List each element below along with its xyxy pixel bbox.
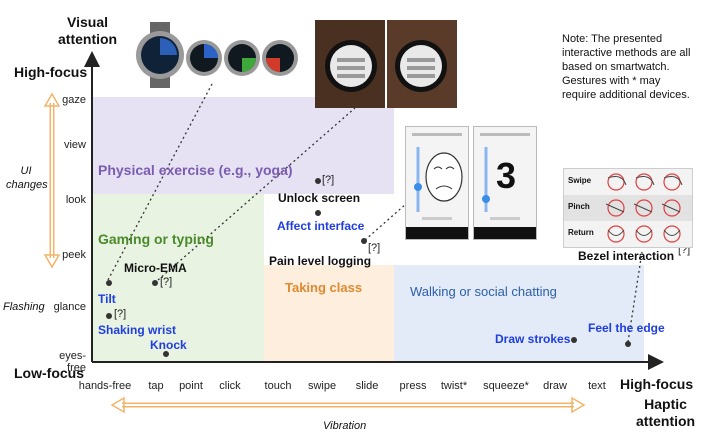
- ref-shaking: [?]: [114, 308, 127, 320]
- phone-navbar: [474, 227, 536, 239]
- y-tick-glance: glance: [53, 301, 86, 313]
- point-unlock: [315, 178, 321, 184]
- bezel-row-return-label: Return: [568, 228, 594, 237]
- point-draw: [571, 337, 577, 343]
- point-shaking: [106, 313, 112, 319]
- x-axis-title: Haptic attention: [636, 396, 695, 430]
- y-axis-title-line2: attention: [58, 31, 118, 47]
- region-taking-class: [264, 265, 394, 362]
- ui-changes-label: UI changes: [6, 164, 48, 192]
- x-tick-twist: twist*: [440, 380, 468, 392]
- point-tilt: [106, 280, 112, 286]
- pain-level-number: 3: [496, 155, 517, 196]
- note-line5: require additional devices.: [562, 89, 690, 101]
- x-tick-draw: draw: [543, 380, 567, 392]
- bezel-gesture-icons: [605, 173, 683, 243]
- point-pain: [361, 238, 367, 244]
- note-line4: Gestures with * may: [562, 75, 661, 87]
- ui-changes-label-line1: UI: [20, 165, 32, 177]
- vibration-label: Vibration: [323, 420, 367, 432]
- y-low-focus-label: Low-focus: [14, 365, 84, 381]
- region-label-gaming: Gaming or typing: [98, 231, 214, 247]
- note-line1: Note: The presented: [562, 33, 663, 45]
- x-tick-press: press: [399, 380, 427, 392]
- watch-photo: [315, 20, 457, 108]
- bezel-row-pinch-label: Pinch: [568, 202, 590, 211]
- y-tick-peek: peek: [62, 249, 86, 261]
- label-knock: Knock: [150, 338, 187, 352]
- note-line3: based on smartwatch.: [562, 61, 670, 73]
- region-physical-exercise: [92, 97, 394, 194]
- region-gaming-typing: [92, 194, 264, 362]
- label-tilt: Tilt: [98, 292, 116, 306]
- label-micro-ema: Micro-EMA: [124, 261, 187, 275]
- phone-navbar: [406, 227, 468, 239]
- region-walking-chatting: [394, 265, 644, 362]
- label-bezel-interaction: Bezel interaction: [578, 249, 675, 263]
- x-axis-title-line1: Haptic: [644, 396, 687, 412]
- x-axis-title-line2: attention: [636, 413, 696, 429]
- affect-interface-phone: [405, 126, 469, 240]
- bezel-row-swipe-label: Swipe: [568, 176, 592, 185]
- label-unlock-screen: Unlock screen: [278, 191, 361, 205]
- point-affect: [315, 210, 321, 216]
- pain-logging-phone: 3: [473, 126, 537, 240]
- y-tick-gaze: gaze: [62, 94, 86, 106]
- flashing-label: Flashing: [3, 301, 45, 313]
- x-tick-point: point: [179, 380, 203, 392]
- point-micro-ema: [152, 280, 158, 286]
- note-line2: interactive methods are all: [562, 47, 691, 59]
- label-affect-interface: Affect interface: [277, 219, 365, 233]
- y-axis-title: Visual attention: [58, 14, 117, 48]
- x-tick-slide: slide: [355, 380, 379, 392]
- ref-unlock: [?]: [322, 174, 335, 186]
- watch-face-red-icon: [260, 38, 300, 78]
- label-pain-level: Pain level logging: [269, 254, 372, 268]
- region-label-class: Taking class: [285, 280, 363, 295]
- y-tick-look: look: [65, 194, 86, 206]
- label-shaking-wrist: Shaking wrist: [98, 323, 177, 337]
- bezel-row-return: Return: [564, 221, 692, 247]
- ui-changes-label-line2: changes: [6, 179, 48, 191]
- x-tick-tap: tap: [148, 380, 164, 392]
- watch-face-blue-icon: [184, 38, 224, 78]
- y-high-focus-label: High-focus: [14, 64, 88, 80]
- ref-micro-ema: [?]: [160, 276, 173, 288]
- watch-face-green-icon: [222, 38, 262, 78]
- point-knock: [163, 351, 169, 357]
- y-tick-view: view: [63, 139, 86, 151]
- region-label-exercise: Physical exercise (e.g., yoga): [98, 162, 293, 178]
- x-tick-touch: touch: [264, 380, 292, 392]
- region-label-walking: Walking or social chatting: [410, 284, 557, 299]
- x-tick-hands-free: hands-free: [78, 380, 132, 392]
- x-tick-click: click: [219, 380, 241, 392]
- x-high-focus-label: High-focus: [620, 376, 694, 392]
- label-feel-edge: Feel the edge: [588, 321, 665, 335]
- x-tick-swipe: swipe: [307, 380, 337, 392]
- point-feel: [625, 341, 631, 347]
- bezel-row-swipe: Swipe: [564, 169, 692, 195]
- bezel-gesture-panel: Swipe Pinch Return: [563, 168, 693, 248]
- y-axis-title-line1: Visual: [67, 14, 109, 30]
- x-tick-text: text: [588, 380, 606, 392]
- x-tick-squeeze: squeeze*: [483, 380, 529, 392]
- note-text: Note: The presented interactive methods …: [562, 32, 690, 102]
- label-draw-strokes: Draw strokes: [495, 332, 571, 346]
- ref-pain: [?]: [368, 242, 381, 254]
- y-tick-eyes-free: eyes-free: [59, 350, 86, 374]
- smartwatch-image: [128, 22, 192, 88]
